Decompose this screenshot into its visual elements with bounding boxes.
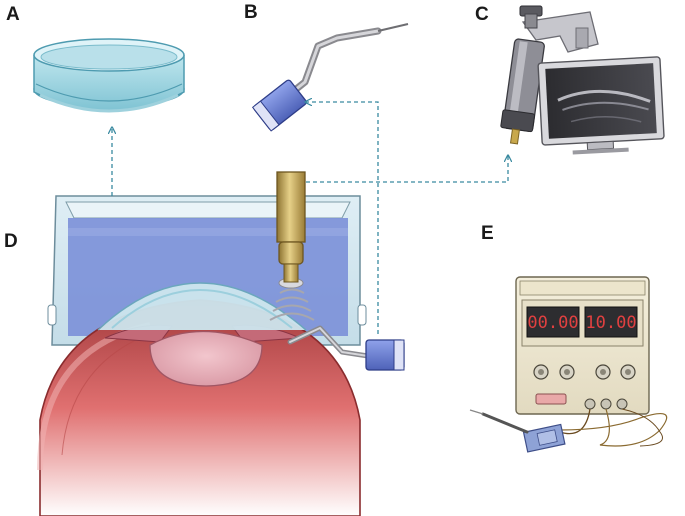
control-knobs bbox=[533, 364, 636, 380]
arrow-to-panel-c bbox=[306, 156, 508, 183]
ultrasound-system-illustration bbox=[500, 5, 665, 155]
power-supply-illustration: 00.00 10.00 bbox=[469, 276, 668, 453]
panel-label-a: A bbox=[6, 4, 20, 25]
eye-setup-illustration bbox=[37, 171, 405, 516]
panel-label-e: E bbox=[481, 223, 494, 244]
petri-dish-illustration bbox=[33, 38, 185, 113]
voltage-display-left: 00.00 bbox=[527, 313, 578, 333]
panel-label-c: C bbox=[475, 4, 489, 25]
bent-electrode-probe-illustration bbox=[251, 23, 409, 132]
ultrasound-waves bbox=[269, 288, 315, 321]
arrow-to-panel-b bbox=[306, 102, 379, 334]
connector-arrows bbox=[112, 102, 508, 334]
panel-label-b: B bbox=[244, 2, 258, 23]
panel-label-d: D bbox=[4, 231, 18, 252]
voltage-display-right: 10.00 bbox=[585, 313, 636, 333]
